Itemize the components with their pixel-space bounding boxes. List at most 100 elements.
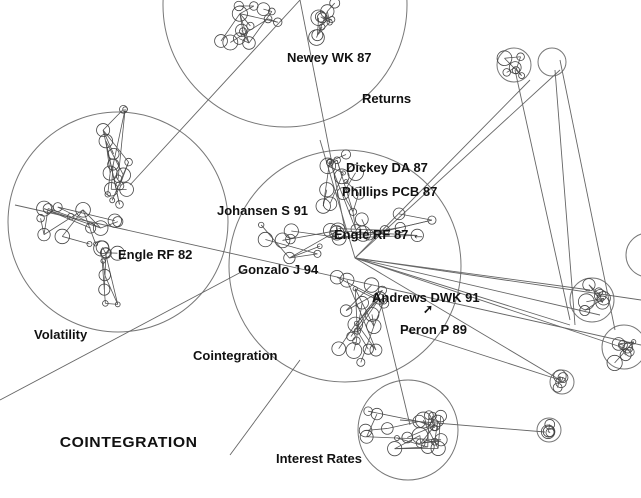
citation-edge [404,329,561,381]
citation-edge [627,341,634,349]
cointegration-node [313,249,322,258]
author-label-phillips: Phillips PCB 87 [342,184,438,199]
citation-edge [559,59,616,331]
cluster-boundary-returns [162,0,408,128]
cointegration-node [427,215,437,225]
citation-edge [354,257,561,381]
volatility-node [98,283,111,296]
volatility-node [96,123,111,138]
cluster-label-interest-rates: Interest Rates [276,451,362,466]
volatility-node [85,222,97,234]
citation-edge [629,341,634,352]
volatility-node [113,174,123,184]
citation-edge [327,2,336,12]
returns-node [214,34,228,48]
citation-edge [339,233,364,239]
interest-rates-node [424,410,434,421]
returns-node [263,14,273,24]
author-label-peron: Peron P 89 [400,322,467,337]
citation-edge [265,239,318,255]
interest-rates-node [359,429,374,444]
author-label-newey: Newey WK 87 [287,50,372,65]
cointegration-node [352,286,358,292]
citation-edge [57,206,115,222]
citation-edge [394,435,421,450]
cointegration-node [353,327,362,335]
citation-edge [354,257,631,351]
citation-edge [399,419,546,433]
citation-edge [282,230,339,241]
cointegration-node [319,157,336,175]
citation-edge [354,79,531,259]
citation-edge [379,299,411,426]
cointegration-node [347,164,364,181]
engle87-text: Engle RF 87 [334,227,409,242]
citation-edge [354,69,561,259]
interest-rates-node [431,414,444,428]
citation-edge [289,253,318,259]
small-a-node [502,68,511,77]
citation-edge [354,257,601,316]
returns-node [246,21,255,31]
small-c-node [582,278,596,292]
citation-edge [350,290,383,337]
citation-edge [263,8,272,12]
citation-edge [329,161,356,230]
cointegration-node [392,207,406,221]
small-d-node [630,339,637,345]
cointegration-node [410,228,424,242]
cointegration-node [339,304,353,317]
citation-edge [220,13,241,42]
interest-rates-node [363,406,373,416]
cointegration-node [341,149,352,160]
returns-node [231,5,248,22]
arrow-up-left-icon: ➚ [423,302,434,316]
citation-edge [353,340,357,351]
citation-edge [506,67,516,73]
volatility-node [75,202,91,218]
cointegration-node [283,223,299,239]
cluster-boundary-small-f [536,417,562,443]
citation-edge [43,208,49,235]
cluster-boundary-small-c [569,277,615,323]
citation-edge [102,109,124,131]
cointegration-node [325,158,334,167]
volatility-node [36,214,45,223]
cluster-label-cointegration: Cointegration [193,348,278,363]
cointegration-node [353,320,360,327]
cointegration-node [316,243,323,250]
volatility-node [104,191,111,198]
returns-node [328,16,336,23]
citation-edge [387,421,420,429]
citation-edge [319,139,356,259]
citation-edge [334,230,339,238]
small-a-node [518,72,525,79]
volatility-node [98,133,114,149]
small-f-node [544,419,556,430]
cointegration-node [362,343,374,355]
citation-edge [107,173,111,195]
volatility-node [107,158,120,171]
citation-edge [437,416,442,449]
volatility-node [100,247,112,259]
cluster-boundary-small-b [537,47,567,77]
arrow-left-icon: ← [412,227,426,242]
citation-edge [326,11,331,23]
author-label-engle82: Engle RF 82 [118,247,193,262]
citation-edge [515,56,521,71]
returns-node [235,23,249,37]
volatility-node [54,228,70,245]
citation-edge [82,209,97,245]
volatility-node [124,157,133,167]
cointegration-node [363,277,380,293]
citation-edge [336,160,343,177]
volatility-node [42,203,54,214]
returns-node [318,23,326,31]
volatility-node [102,165,118,181]
author-label-dickey: Dickey DA 87 [346,160,428,175]
returns-node [308,29,325,46]
returns-node [233,0,244,12]
interest-rates-node [420,440,435,454]
citation-edge [105,252,119,305]
cointegration-node [347,316,364,333]
